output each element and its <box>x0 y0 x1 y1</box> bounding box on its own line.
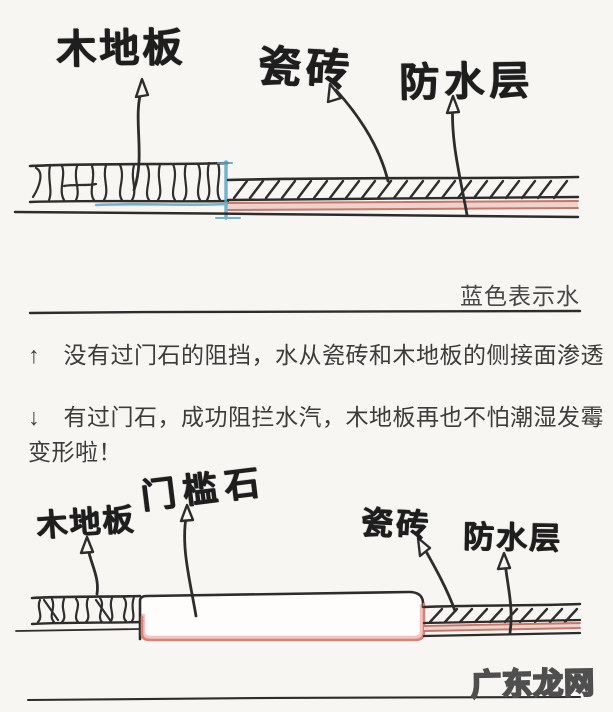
blue-means-water-caption: 蓝色表示水 <box>460 284 580 309</box>
threshold-stone-box <box>138 590 426 642</box>
bottom-border-line <box>26 695 582 702</box>
note-with-threshold: ↓ 有过门石，成功阻拦水汽，木地板再也不怕潮湿发霉 <box>28 405 604 430</box>
bottom-wood-label: 木地板 <box>35 501 137 545</box>
top-wood-arrow <box>132 77 150 192</box>
bottom-wood-section-drawing <box>15 594 142 632</box>
bottom-tile-label: 瓷砖 <box>359 503 432 545</box>
bottom-tile-arrow <box>416 536 457 613</box>
site-watermark: 广东龙网 <box>470 665 597 704</box>
tile-hatch-texture <box>232 179 569 200</box>
top-tile-label: 瓷砖 <box>256 41 356 97</box>
separator-line <box>28 309 582 315</box>
wood-grain-texture-bottom <box>36 595 136 624</box>
top-wood-section-drawing <box>28 160 241 220</box>
bottom-tile-section-drawing <box>422 602 582 638</box>
top-wood-label: 木地板 <box>55 24 186 74</box>
top-waterproof-label: 防水层 <box>398 57 535 107</box>
bottom-wood-arrow <box>79 535 99 596</box>
wood-grain-texture <box>31 161 222 202</box>
top-waterproof-arrow <box>445 94 469 217</box>
top-tile-arrow <box>326 82 390 183</box>
bottom-waterproof-arrow <box>496 551 513 635</box>
top-tile-section-drawing <box>13 175 580 219</box>
note-with-threshold-cont: 变形啦！ <box>28 440 122 465</box>
bottom-threshold-arrow <box>179 503 198 618</box>
bottom-waterproof-label: 防水层 <box>462 519 563 557</box>
note-no-threshold: ↑ 没有过门石的阻挡，水从瓷砖和木地板的侧接面渗透 <box>28 343 604 368</box>
water-blue-marks <box>94 160 241 220</box>
